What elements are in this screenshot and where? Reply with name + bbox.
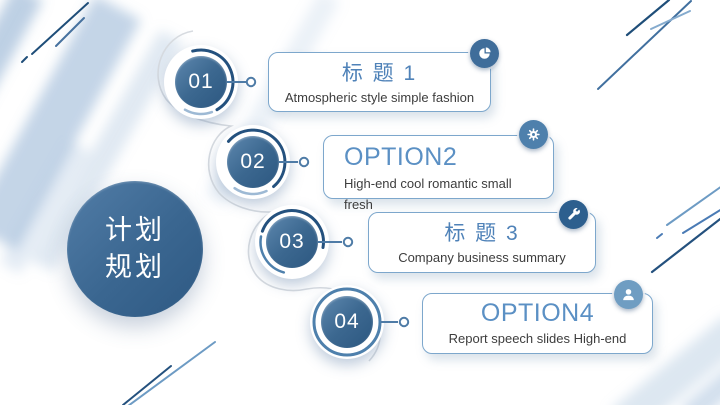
step-3-number: 03 — [266, 216, 318, 268]
pie-chart-icon — [479, 47, 491, 59]
card-option-1: 标 题 1 Atmospheric style simple fashion — [268, 39, 499, 112]
card-3-badge — [559, 200, 588, 229]
card-2-subtitle: High-end cool romantic small fresh — [344, 176, 512, 212]
card-option-2: OPTION2 High-end cool romantic small fre… — [323, 120, 554, 212]
card-option-4: OPTION4 Report speech slides High-end — [422, 280, 653, 354]
card-4-title: OPTION4 — [480, 299, 595, 327]
card-1-title: 标 题 1 — [341, 62, 418, 85]
topic-line-2: 规划 — [105, 252, 165, 282]
step-4-number: 04 — [321, 296, 373, 348]
person-icon — [623, 289, 634, 301]
card-1-subtitle: Atmospheric style simple fashion — [284, 90, 475, 105]
topic-line-1: 计划 — [105, 214, 165, 245]
card-1-badge — [470, 39, 499, 68]
card-4-subtitle: Report speech slides High-end — [448, 331, 627, 346]
card-option-3: 标 题 3 Company business summary — [368, 200, 596, 273]
step-1-number: 01 — [175, 56, 227, 108]
card-3-subtitle: Company business summary — [398, 250, 566, 265]
topic-text: 计划 规划 — [105, 212, 165, 287]
topic-circle: 计划 规划 — [67, 181, 203, 317]
wrench-icon — [568, 207, 580, 220]
gear-icon — [527, 128, 540, 141]
card-4-badge — [614, 280, 643, 309]
card-3-title: 标 题 3 — [444, 222, 520, 245]
card-2-badge — [519, 120, 548, 149]
card-2-title: OPTION2 — [344, 143, 458, 171]
step-2-number: 02 — [227, 136, 279, 188]
